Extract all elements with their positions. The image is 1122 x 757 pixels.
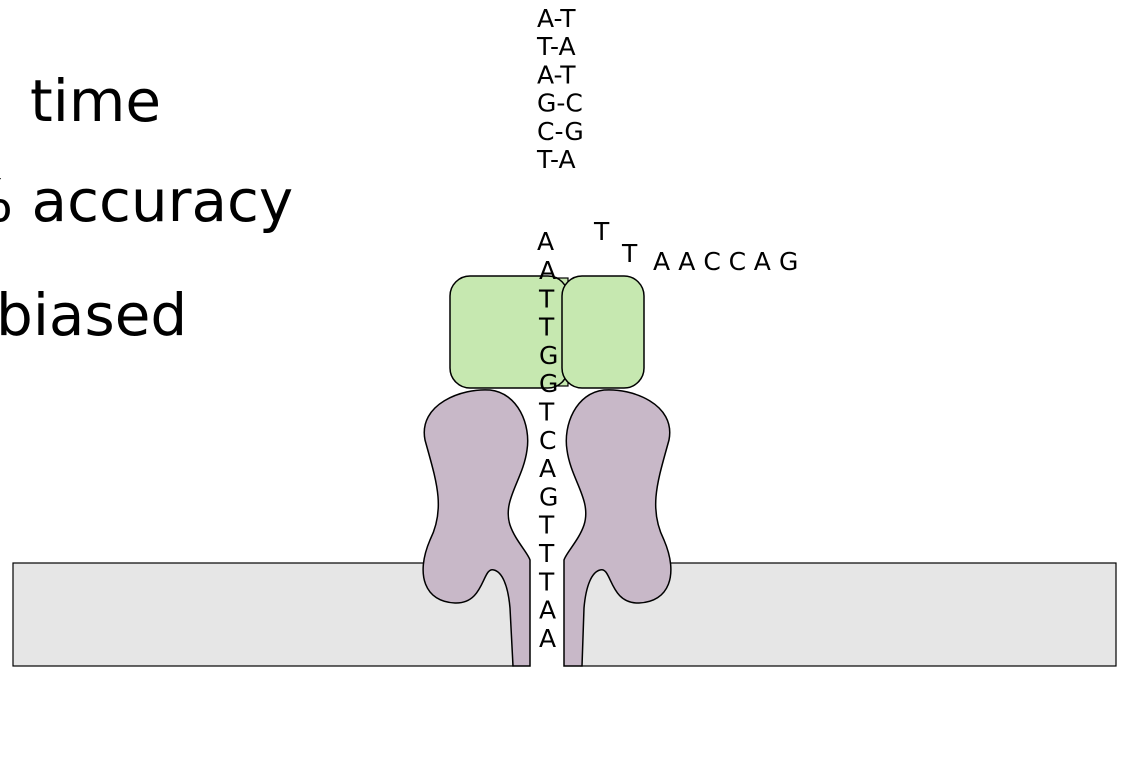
fork-left-base: A: [537, 227, 554, 256]
single-strand-base: A: [653, 247, 670, 276]
single-strand-base: A: [754, 247, 771, 276]
strand-base: A: [539, 256, 556, 285]
paired-bases: A-TT-AA-TG-CC-GT-A: [536, 4, 584, 174]
single-strand-base: A: [678, 247, 695, 276]
strand-base: C: [539, 426, 556, 455]
strand-base: G: [539, 341, 558, 370]
single-strand-base: T: [593, 217, 610, 246]
motor-protein-right: [562, 276, 644, 388]
base-pair: C-G: [537, 117, 584, 146]
base-pair: A-T: [537, 4, 576, 33]
base-pair: T-A: [536, 32, 576, 61]
strand-base: T: [538, 511, 555, 540]
base-pair: A-T: [537, 60, 576, 89]
strand-base: A: [539, 596, 556, 625]
strand-base: T: [538, 398, 555, 427]
base-pair: T-A: [536, 145, 576, 174]
single-strand-base: G: [779, 247, 798, 276]
single-strand-base: C: [703, 247, 720, 276]
strand-base: T: [538, 567, 555, 596]
strand-base: T: [538, 313, 555, 342]
strand-base: T: [538, 539, 555, 568]
base-pair: G-C: [537, 89, 583, 118]
strand-base: T: [538, 284, 555, 313]
strand-base: G: [539, 369, 558, 398]
strand-base: A: [539, 624, 556, 653]
single-strand-base: C: [729, 247, 746, 276]
strand-base: A: [539, 454, 556, 483]
strand-base: G: [539, 482, 558, 511]
single-strand-base: T: [621, 239, 638, 268]
